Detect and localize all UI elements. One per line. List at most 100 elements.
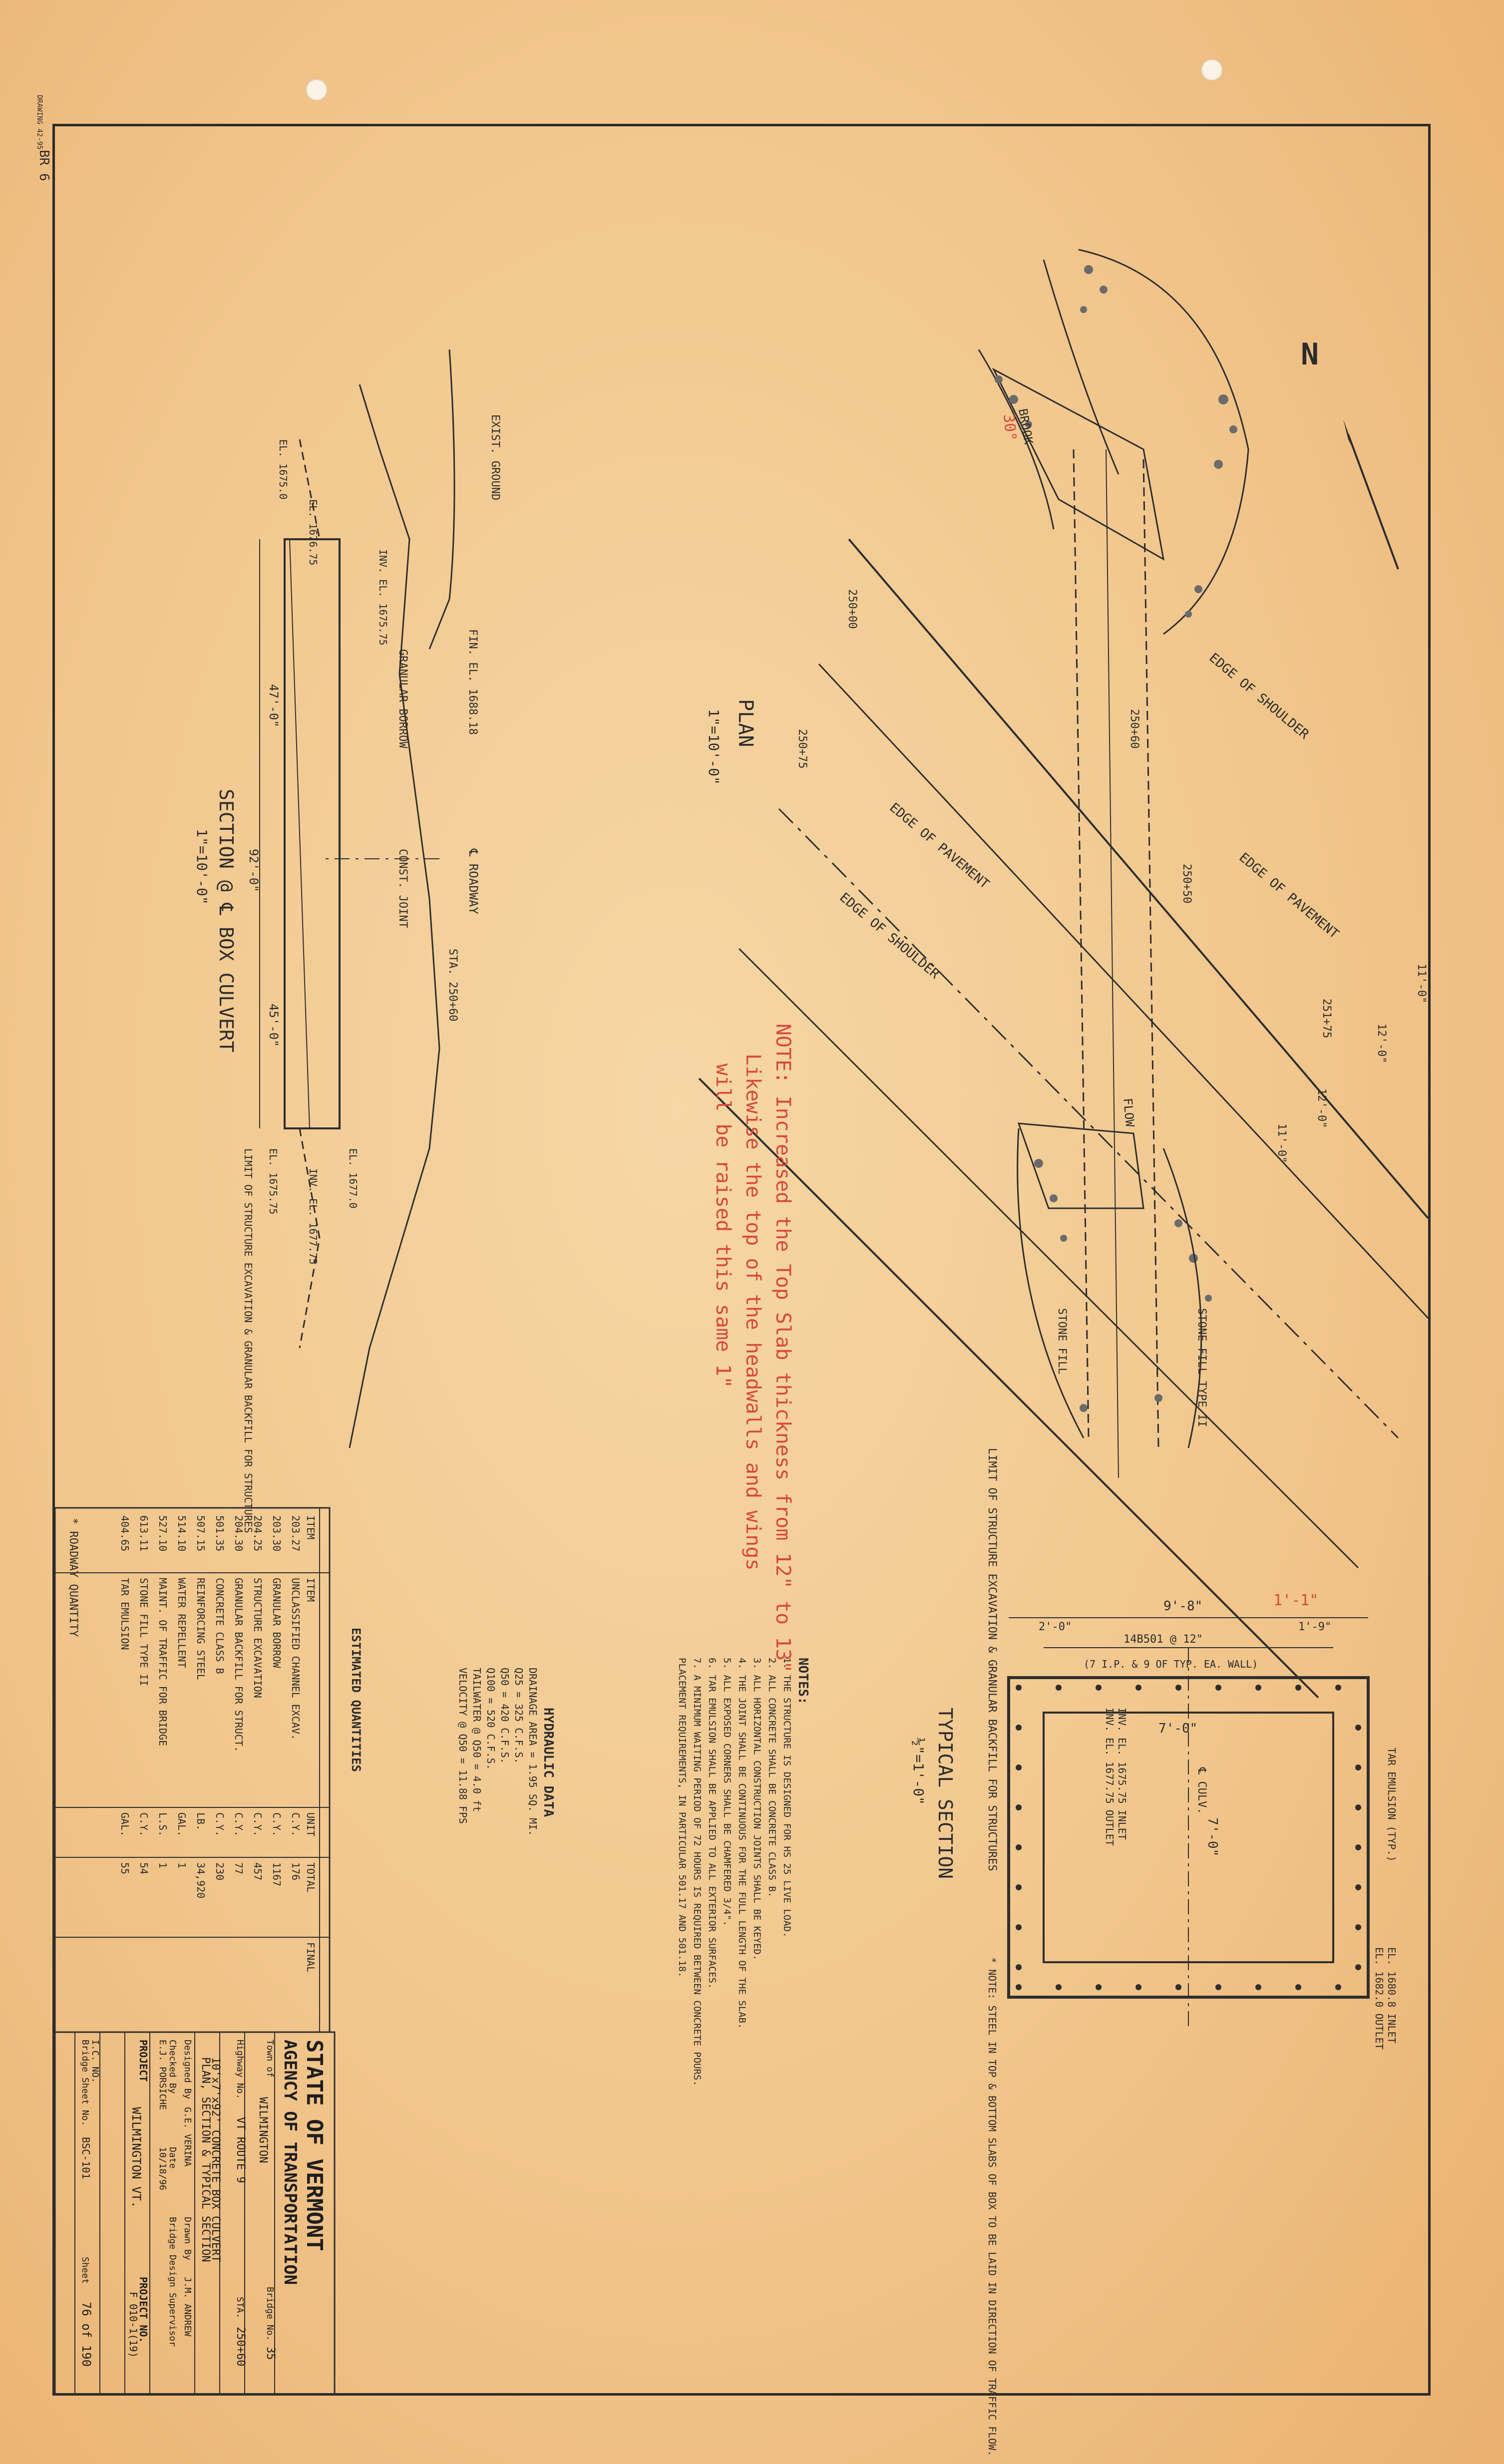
- typical-section-scale: ½"=1'-0": [910, 1738, 927, 1805]
- quantities-cell: L.S.: [157, 1812, 169, 1836]
- label-fin-el: FIN. EL. 1688.18: [466, 629, 479, 735]
- brook-bank: [1043, 259, 1120, 475]
- culvert-invert: [289, 539, 310, 1129]
- rebar-note: (7 I.P. & 9 OF TYP. EA. WALL): [1084, 1658, 1258, 1670]
- quantities-header-cell: ITEM: [305, 1578, 317, 1602]
- dim-shoulder: 11'-0": [1415, 964, 1428, 1003]
- quantities-cell: REINFORCING STEEL: [195, 1578, 207, 1680]
- edge-of-pavement-line: [818, 663, 1429, 1319]
- revision-note-line1: NOTE: Increased the Top Slab thickness f…: [771, 1024, 794, 1673]
- section-title: SECTION @ ℄ BOX CULVERT: [215, 789, 237, 1053]
- dim-lane: 12'-0": [1375, 1024, 1388, 1063]
- label-flow: FLOW: [1121, 1097, 1137, 1128]
- checked-by-label: Checked By: [167, 2040, 178, 2094]
- quantities-cell: C.Y.: [252, 1812, 264, 1836]
- culvert-centerline: [1106, 449, 1119, 1478]
- drawing-code: DRAWING 42-95: [35, 95, 43, 150]
- quantities-cell: 527.10: [157, 1515, 169, 1551]
- label-el-outlet: EL. 1682.0 OUTLET: [1373, 1947, 1385, 2050]
- edge-of-shoulder-line: [698, 1077, 1319, 1699]
- quantities-cell: LB.: [195, 1812, 207, 1830]
- note-item: PLACEMENT REQUIREMENTS, IN PARTICULAR 50…: [677, 1658, 688, 1978]
- label-skew-angle: 30°: [1000, 413, 1020, 442]
- bridge-no-value: 35: [264, 2347, 277, 2360]
- culvert-wall: [1073, 449, 1090, 1438]
- quantities-cell: 176: [290, 1862, 302, 1880]
- quantities-cell: 54: [138, 1862, 150, 1874]
- roadway-centerline: [778, 808, 1399, 1439]
- station-label: 250+00: [846, 589, 858, 629]
- quantities-header-cell: UNIT: [305, 1812, 317, 1836]
- upstream-headwall: [992, 367, 1165, 561]
- quantities-cell: MAINT. OF TRAFFIC FOR BRIDGE: [157, 1578, 169, 1746]
- quantities-cell: WATER REPELLENT: [176, 1578, 188, 1668]
- quantities-cell: TAR EMULSION: [119, 1578, 131, 1650]
- rebar-dots: [1016, 1685, 1361, 1990]
- quantities-cell: 501.35: [214, 1515, 226, 1551]
- label-el: EL. 1676.75: [307, 499, 319, 565]
- label-el: EL. 1677.0: [347, 1148, 359, 1208]
- note-item: 4. THE JOINT SHALL BE CONTINUOUS FOR THE…: [737, 1658, 748, 2029]
- quantities-border: [54, 1507, 331, 2033]
- town-label: Town of: [265, 2040, 275, 2078]
- hydraulic-item: DRAINAGE AREA = 1.95 SQ. MI.: [527, 1668, 539, 1836]
- exist-ground-line: [428, 349, 455, 650]
- dim-revised: 1'-1": [1273, 1592, 1318, 1609]
- dim-upstream: 47'-0": [267, 684, 281, 727]
- town-value: WILMINGTON: [257, 2097, 269, 2163]
- label-edge-of-pavement: EDGE OF PAVEMENT: [1236, 850, 1342, 942]
- note-item: 5. ALL EXPOSED CORNERS SHALL BE CHAMFERE…: [722, 1658, 733, 1926]
- label-limit-note: LIMIT OF STRUCTURE EXCAVATION & GRANULAR…: [242, 1148, 254, 1533]
- quantities-cell: GAL.: [119, 1812, 131, 1836]
- designed-by-value: G.E. VERINA: [182, 2107, 193, 2166]
- north-arrowhead-icon: [1343, 419, 1358, 459]
- section-view: 47'-0" 92'-0" 45'-0" ℄ ROADWAY EXIST. GR…: [194, 349, 501, 1533]
- drawn-by-label: Drawn By: [182, 2217, 193, 2260]
- label-sta: STA. 250+60: [446, 949, 459, 1022]
- brook-bank: [1017, 1128, 1085, 1438]
- quantities-header-cell: TOTAL: [305, 1862, 317, 1892]
- quantities-cell: 34,920: [195, 1862, 207, 1898]
- hydraulic-data: HYDRAULIC DATA DRAINAGE AREA = 1.95 SQ. …: [457, 1668, 556, 1836]
- project-label: PROJECT: [137, 2040, 149, 2082]
- label-el: EL. 1675.0: [277, 439, 289, 499]
- hydraulic-item: Q100 = 520 C.F.S.: [485, 1668, 497, 1770]
- hydraulic-title: HYDRAULIC DATA: [541, 1708, 556, 1817]
- quantities-header-cell: FINAL: [305, 1942, 317, 1972]
- label-const-joint: CONST. JOINT: [396, 849, 409, 928]
- north-label: N: [1301, 337, 1319, 372]
- label-stone-fill-type: STONE FILL TYPE II: [1195, 1308, 1208, 1427]
- station-value: 250+60: [234, 2327, 247, 2366]
- station-label: 250+50: [1180, 864, 1193, 903]
- quantities-cell: C.Y.: [138, 1812, 150, 1836]
- dim-lane: 12'-0": [1315, 1088, 1328, 1128]
- culvert-wall: [1142, 459, 1159, 1448]
- dim-shoulder: 11'-0": [1275, 1123, 1288, 1163]
- quantities-cell: 204.25: [252, 1515, 264, 1551]
- note-item: 6. TAR EMULSION SHALL BE APPLIED TO ALL …: [707, 1658, 718, 1989]
- project-no-value: F 010-1(19): [127, 2292, 139, 2358]
- star-note: * NOTE: STEEL IN TOP & BOTTOM SLABS OF B…: [986, 1957, 998, 2464]
- quantities-cell: 404.65: [119, 1515, 131, 1551]
- ref-label: I.C. NO.: [90, 2040, 100, 2083]
- quantities-cell: 55: [119, 1862, 131, 1874]
- label-inv-outlet: INV. EL. 1677.75 OUTLET: [1104, 1708, 1116, 1846]
- hydraulic-item: Q50 = 420 C.F.S.: [499, 1668, 511, 1764]
- note-item: 3. ALL HORIZONTAL CONSTRUCTION JOINTS SH…: [752, 1658, 762, 1960]
- note-item: 2. ALL CONCRETE SHALL BE CONCRETE CLASS …: [766, 1658, 777, 1897]
- dim-overall-width: 9'-8": [1163, 1599, 1202, 1614]
- quantities-cell: 204.30: [233, 1515, 245, 1551]
- station-label: 251+75: [1320, 999, 1333, 1038]
- quantities-cell: CONCRETE CLASS B: [214, 1578, 226, 1674]
- quantities-cell: C.Y.: [233, 1812, 245, 1836]
- corner-note: BR 6: [36, 150, 51, 181]
- drawing-description: PLAN, SECTION & TYPICAL SECTION: [199, 2057, 212, 2262]
- quantities-table: ESTIMATED QUANTITIES ITEMITEMUNITTOTALFI…: [54, 1507, 363, 2033]
- quantities-footnote: * ROADWAY QUANTITY: [67, 1518, 79, 1637]
- bridge-sheet-value: BSC-101: [80, 2137, 92, 2179]
- rebar-top: 14B501 @ 12": [1124, 1633, 1203, 1646]
- quantities-cell: 1: [176, 1862, 188, 1868]
- notes-title: NOTES:: [795, 1658, 810, 1705]
- limit-of-excavation: [299, 439, 321, 1349]
